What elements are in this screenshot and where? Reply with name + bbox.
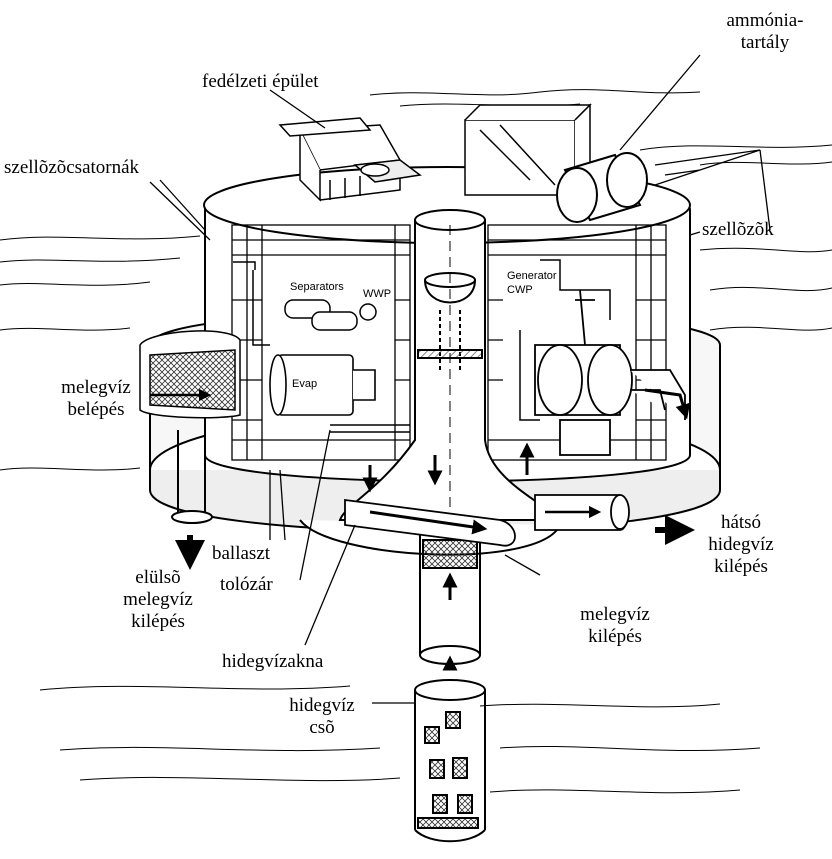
label-wwp: WWP — [363, 288, 392, 300]
label-warm-water-outlet-line1: melegvíz — [580, 604, 650, 625]
ammonia-tank — [556, 152, 648, 223]
upper-right-structure — [464, 103, 592, 196]
label-front-warm-outlet-line3: kilépés — [131, 611, 185, 632]
label-warm-water-inlet-line1: melegvíz — [61, 377, 131, 398]
rear-cold-outlet — [534, 494, 630, 531]
label-rear-cold-outlet-line3: kilépés — [714, 556, 768, 577]
warm-outlet-duct — [344, 498, 516, 547]
label-front-warm-outlet-line1: elülsõ — [135, 567, 181, 588]
label-vent-ducts: szellõzõcsatornák — [4, 157, 140, 178]
flow-arrows — [150, 388, 695, 671]
label-front-warm-outlet: elülsõ melegvíz kilépés — [108, 567, 208, 633]
label-ballast: ballaszt — [212, 543, 271, 564]
label-gate-valve: tolózár — [220, 574, 273, 595]
label-rear-cold-outlet: hátsó hidegvíz kilépés — [686, 512, 796, 578]
label-warm-water-inlet: melegvíz belépés — [40, 377, 152, 421]
label-ammonia-tank-line2: tartály — [740, 32, 790, 53]
separators — [284, 299, 377, 331]
cold-water-pipe — [414, 525, 486, 843]
label-deck-building: fedélzeti épület — [202, 71, 319, 92]
label-ammonia-tank: ammónia- tartály — [706, 10, 824, 54]
label-rear-cold-outlet-line2: hidegvíz — [708, 534, 774, 555]
label-warm-water-outlet-line2: kilépés — [588, 626, 642, 647]
leader-lines — [149, 54, 701, 704]
deck-building — [278, 117, 422, 202]
label-cold-water-pipe-line2: csõ — [309, 717, 335, 738]
vent-duct-ring — [139, 330, 241, 419]
label-evap: Evap — [292, 378, 318, 390]
label-vents: szellõzõk — [702, 219, 774, 240]
label-cold-water-pipe-line1: hidegvíz — [289, 695, 355, 716]
label-cold-water-shaft: hidegvízakna — [222, 651, 324, 672]
label-cwp: CWP — [507, 284, 533, 296]
generator — [534, 289, 686, 456]
label-generator: Generator — [507, 270, 557, 282]
label-warm-water-outlet: melegvíz kilépés — [560, 604, 670, 648]
evaporator — [269, 354, 376, 416]
crane — [654, 149, 771, 231]
support-leg — [171, 430, 213, 524]
label-front-warm-outlet-line2: melegvíz — [123, 589, 193, 610]
label-separators: Separators — [290, 281, 344, 293]
label-warm-water-inlet-line2: belépés — [67, 399, 125, 420]
internal-pipes — [233, 259, 611, 433]
background-waves — [0, 89, 832, 794]
label-rear-cold-outlet-line1: hátsó — [720, 512, 762, 533]
label-ammonia-tank-line1: ammónia- — [726, 10, 804, 31]
label-cold-water-pipe: hidegvíz csõ — [276, 695, 368, 739]
